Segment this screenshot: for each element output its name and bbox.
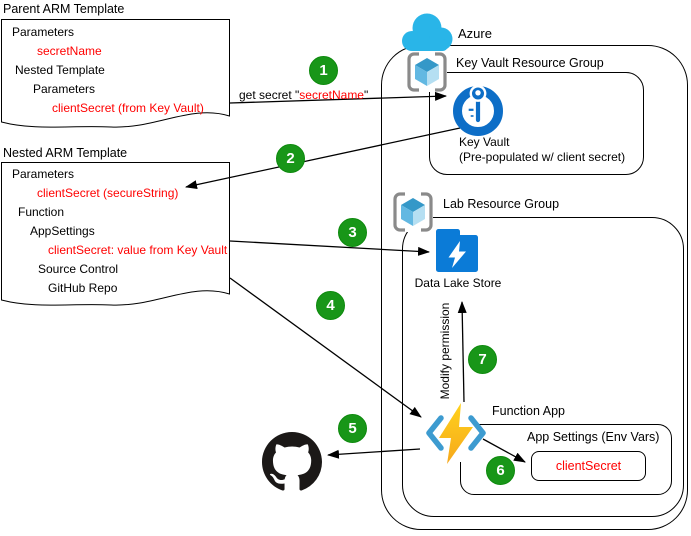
doc-line: Function [18, 205, 65, 219]
client-secret-value: clientSecret [555, 459, 622, 473]
azure-label: Azure [458, 26, 492, 41]
get-secret-suffix: " [363, 88, 369, 102]
get-secret-name: secretName [299, 88, 364, 102]
doc-line: clientSecret (from Key Vault) [52, 101, 204, 115]
lab-resource-group-label: Lab Resource Group [443, 197, 560, 211]
function-app-label: Function App [492, 404, 565, 418]
doc-line: Source Control [38, 262, 119, 276]
key-vault-resource-group-box [429, 72, 644, 175]
doc-line: Parameters [33, 82, 96, 96]
nested-template-lines: Parameters clientSecret (secureString) F… [10, 165, 228, 298]
parent-template-title: Parent ARM Template [3, 2, 125, 16]
step-badge-2: 2 [276, 144, 305, 173]
step-badge-6: 6 [486, 456, 515, 485]
key-vault-label: Key Vault [459, 135, 510, 149]
key-vault-icon [453, 85, 503, 136]
nested-template-document-shape [1, 162, 230, 306]
resource-group-icon [393, 192, 433, 232]
doc-line: Nested Template [15, 63, 105, 77]
modify-permission-label: Modify permission [438, 302, 452, 400]
step-badge-4: 4 [316, 291, 345, 320]
get-secret-arrow-label: get secret "secretName" [239, 88, 368, 102]
doc-line: Parameters [12, 167, 75, 181]
data-lake-store-icon [436, 229, 478, 272]
azure-cloud-icon [402, 13, 453, 51]
nested-template-title: Nested ARM Template [3, 146, 128, 160]
get-secret-prefix: get secret " [239, 88, 300, 102]
doc-line: AppSettings [30, 224, 95, 238]
client-secret-box: clientSecret [531, 451, 646, 481]
doc-line: clientSecret (secureString) [37, 186, 179, 200]
doc-line: clientSecret: value from Key Vault [48, 243, 228, 257]
data-lake-store-label: Data Lake Store [414, 276, 502, 290]
doc-line: secretName [37, 44, 102, 58]
step-badge-7: 7 [468, 345, 497, 374]
app-settings-label: App Settings (Env Vars) [527, 430, 660, 444]
doc-line: GitHub Repo [48, 281, 118, 295]
key-vault-sublabel: (Pre-populated w/ client secret) [459, 150, 626, 164]
github-icon [262, 432, 322, 491]
step-badge-3: 3 [338, 218, 367, 247]
step-badge-1: 1 [309, 56, 338, 85]
parent-template-lines: Parameters secretName Nested Template Pa… [10, 23, 226, 118]
resource-group-icon [407, 52, 447, 92]
key-vault-resource-group-label: Key Vault Resource Group [456, 56, 604, 70]
parent-template-document-shape [1, 19, 230, 128]
doc-line: Parameters [12, 25, 75, 39]
step-badge-5: 5 [338, 414, 367, 443]
function-app-icon [426, 403, 486, 464]
